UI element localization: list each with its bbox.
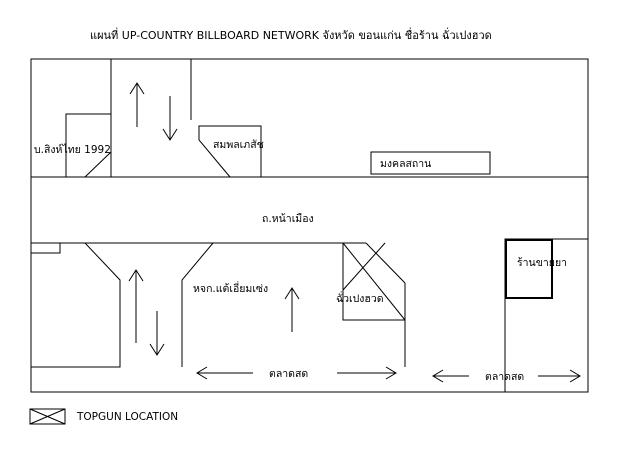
legend: TOPGUN LOCATION [29,408,178,425]
label-sing-thai: บ.สิงห์ไทย 1992 [34,143,111,156]
market-arrow-left-icon [432,369,469,383]
label-sompol: สมพลเภสัช [213,139,264,151]
arrow-down-icon [149,311,165,356]
building-lower-left [31,242,121,368]
market-arrow-right-icon [337,366,397,380]
building-drug-store [505,239,553,299]
building-sing-thai-corner [84,151,112,178]
building-mongkol [370,151,491,175]
label-chua-peng-huad: ฉั่วเปงฮวด [336,291,384,305]
arrow-up-icon [129,82,145,127]
topgun-location-marker [342,242,406,321]
legend-label: TOPGUN LOCATION [76,411,178,423]
label-mongkol: มงคลสถาน [380,158,431,170]
market-arrow-right-icon [538,369,581,383]
legend-topgun-icon [29,408,66,425]
label-road-na-mueang: ถ.หน้าเมือง [262,212,314,225]
arrow-down-icon [162,96,178,141]
label-market-2: ตลาดสด [485,371,524,383]
map-frame [30,58,589,393]
arrow-up-icon [128,269,144,343]
arrow-up-icon [284,287,300,332]
building-tae-iam-seng [181,242,405,367]
map-title: แผนที่ UP-COUNTRY BILLBOARD NETWORK จังห… [90,27,492,42]
market-arrow-left-icon [196,366,253,380]
building-sing-thai [65,113,111,177]
building-sompol [198,125,262,178]
building-block-top-corner [365,242,406,284]
label-drug-store: ร้านขายยา [517,257,567,269]
label-tae-iam-seng: หจก.แต้เอี่ยมเซ่ง [193,281,268,295]
label-market-1: ตลาดสด [269,368,308,380]
